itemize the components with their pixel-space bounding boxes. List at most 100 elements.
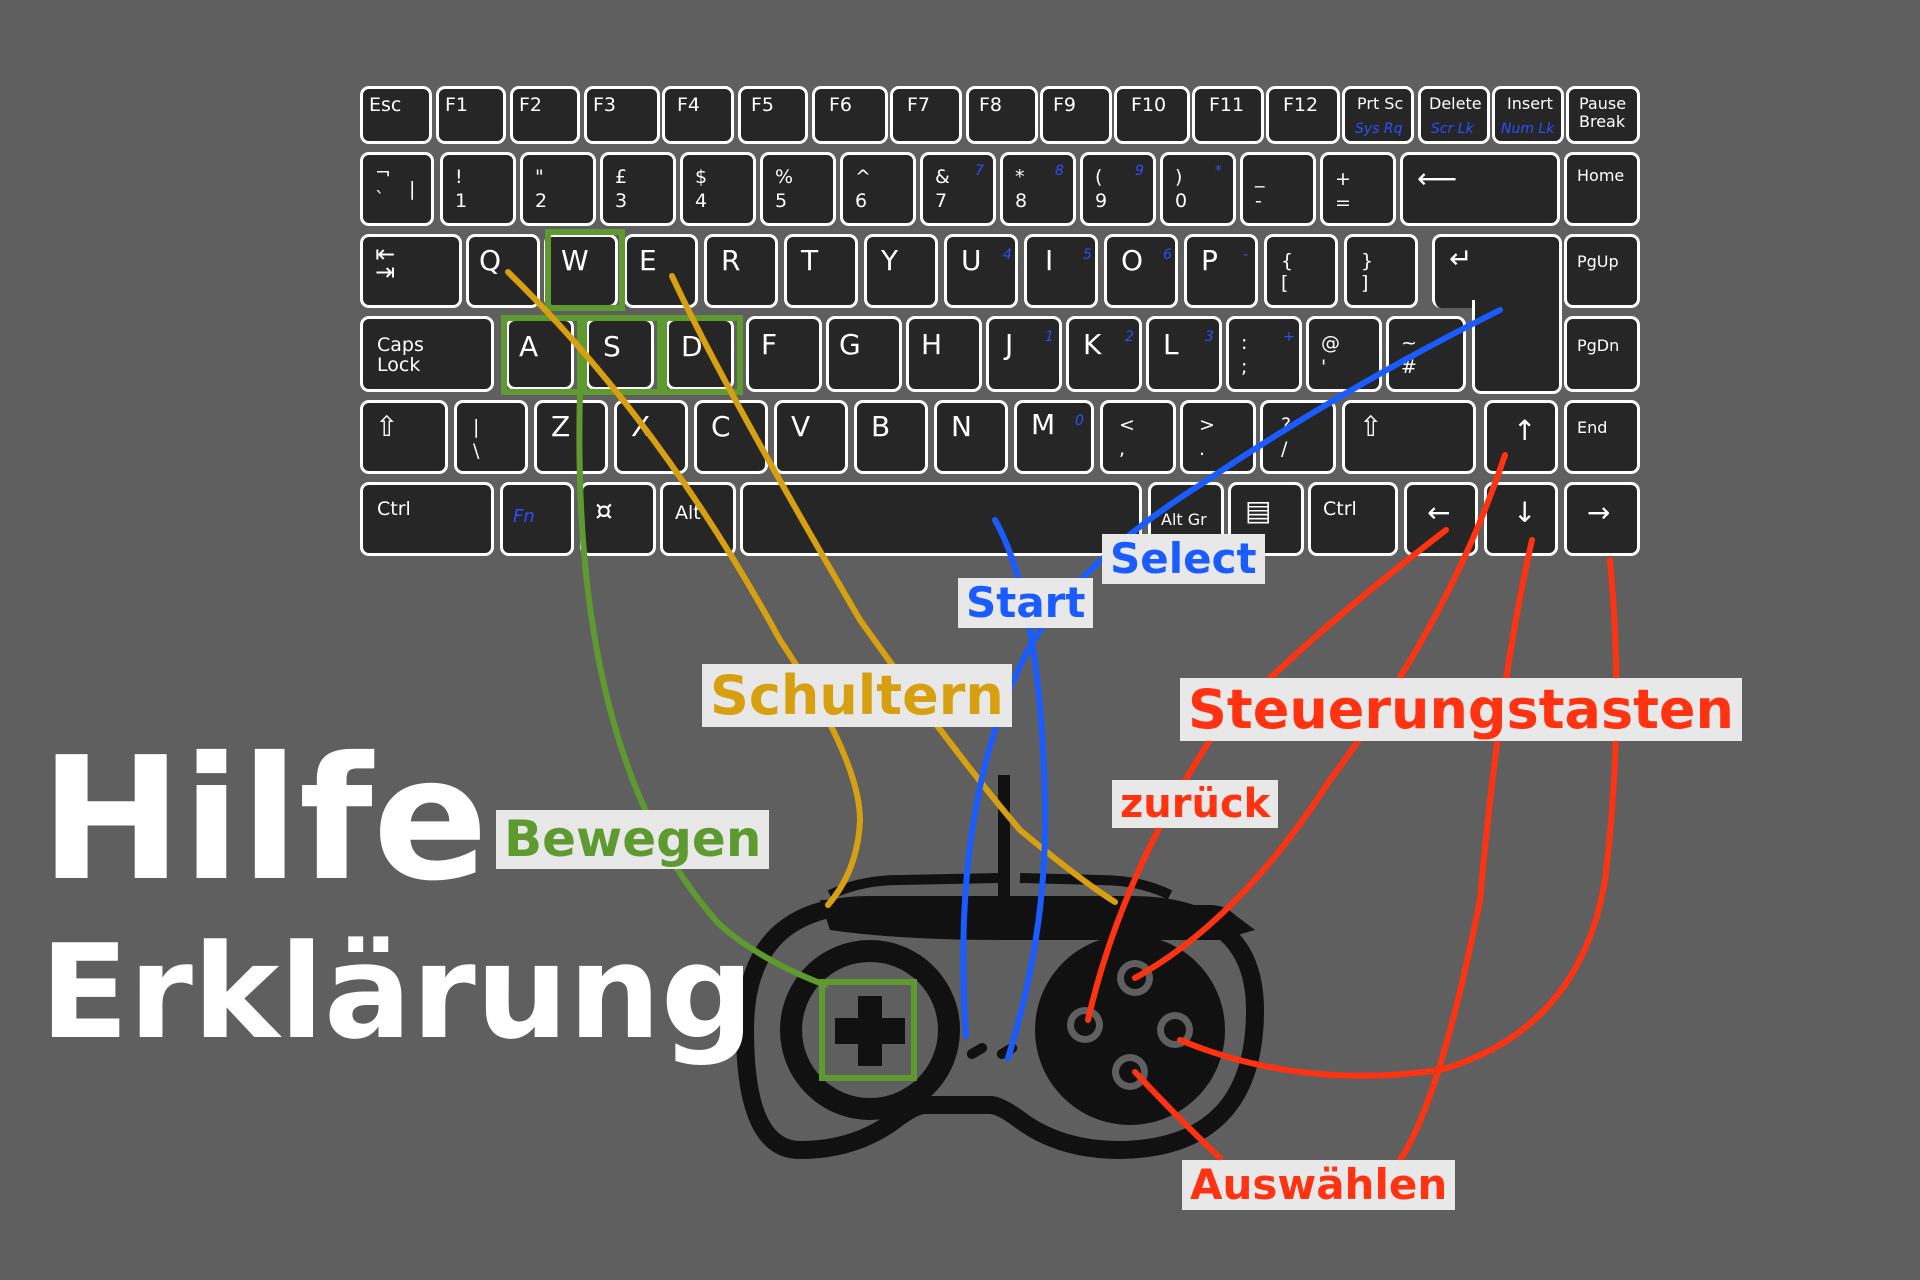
key-0: )0* xyxy=(1160,152,1236,226)
key-label: F1 xyxy=(445,94,469,116)
key-label: ^ xyxy=(855,166,871,188)
line-auswaehlen xyxy=(1132,1069,1223,1161)
key-end: End xyxy=(1564,400,1640,474)
key-label: . xyxy=(1199,438,1206,460)
key-label: 2 xyxy=(535,190,548,212)
key-label: ] xyxy=(1361,272,1369,294)
key-b: B xyxy=(854,400,928,474)
key-label: 3 xyxy=(615,190,628,212)
key-5: %5 xyxy=(760,152,836,226)
key-label: ( xyxy=(1095,166,1103,188)
arrow-left-icon: ← xyxy=(1427,496,1451,529)
key-label: = xyxy=(1335,192,1351,214)
page-title: Hilfe Erklärung xyxy=(40,735,754,1057)
key-label: M xyxy=(1031,408,1056,441)
key-label: S xyxy=(603,330,621,363)
arrow-down-icon: ↓ xyxy=(1513,496,1537,529)
key-label: F10 xyxy=(1131,94,1167,116)
key-f6: F6 xyxy=(812,86,888,144)
key-label: ~ xyxy=(1401,332,1417,354)
key-label: 4 xyxy=(695,190,708,212)
label-zurueck: zurück xyxy=(1112,780,1279,828)
key-x: X xyxy=(614,400,688,474)
key-f5: F5 xyxy=(738,86,808,144)
title-line-2: Erklärung xyxy=(40,916,754,1068)
key-label: R xyxy=(721,244,741,277)
key-label: % xyxy=(775,166,794,188)
key-label: F11 xyxy=(1209,94,1245,116)
key-label: L xyxy=(1163,328,1179,361)
title-line-1: Hilfe xyxy=(40,721,489,919)
key-semicolon: :;+ xyxy=(1226,316,1302,392)
arrow-up-icon: ↑ xyxy=(1513,414,1537,447)
key-label: Insert xyxy=(1507,94,1553,113)
key-label: Caps xyxy=(377,334,424,356)
key-label: @ xyxy=(1321,332,1340,354)
key-sublabel: Scr Lk xyxy=(1431,121,1474,137)
key-sublabel: Sys Rq xyxy=(1355,121,1403,137)
key-equals: += xyxy=(1320,152,1396,226)
key-label: P xyxy=(1201,244,1218,277)
label-auswaehlen: Auswählen xyxy=(1182,1160,1456,1211)
label-start: Start xyxy=(958,578,1094,629)
key-label: 0 xyxy=(1175,190,1188,212)
numpad-label: 0 xyxy=(1075,413,1084,429)
key-label: Pause xyxy=(1579,94,1627,113)
key-label: _ xyxy=(1255,166,1265,188)
dpad-highlight xyxy=(819,979,917,1081)
arrow-right-icon: → xyxy=(1587,496,1611,529)
key-label: ! xyxy=(455,166,463,188)
key-shift-left: ⇧ xyxy=(360,400,448,474)
key-label: PgUp xyxy=(1577,252,1619,271)
key-label: G xyxy=(839,328,861,361)
key-label: [ xyxy=(1281,272,1289,294)
key-f11: F11 xyxy=(1192,86,1264,144)
key-label: U xyxy=(961,244,982,277)
key-pgdn: PgDn xyxy=(1564,316,1640,392)
key-2: "2 xyxy=(520,152,596,226)
key-label: { xyxy=(1281,250,1294,272)
key-label: Alt Gr xyxy=(1161,510,1207,529)
key-t: T xyxy=(784,234,858,308)
key-label: < xyxy=(1119,414,1135,436)
shift-icon: ⇧ xyxy=(375,410,399,443)
key-arrow-down: ↓ xyxy=(1484,482,1558,556)
key-label: > xyxy=(1199,414,1215,436)
line-schultern-q xyxy=(505,269,864,908)
key-backslash: |\ xyxy=(454,400,528,474)
key-label: ) xyxy=(1175,166,1183,188)
key-label: Z xyxy=(551,410,571,443)
key-label: ? xyxy=(1281,414,1292,436)
line-down xyxy=(1397,537,1535,1163)
key-g: G xyxy=(826,316,902,392)
key-label: ` xyxy=(375,188,385,210)
key-label: £ xyxy=(615,166,628,188)
key-f1: F1 xyxy=(436,86,506,144)
key-pgup: PgUp xyxy=(1564,234,1640,308)
key-esc: Esc xyxy=(360,86,432,144)
key-label: Lock xyxy=(377,354,421,376)
key-label: & xyxy=(935,166,950,188)
numpad-label: 4 xyxy=(1003,247,1012,263)
currency-sign-icon: ¤ xyxy=(595,494,613,527)
key-label: Alt xyxy=(675,502,701,524)
key-label: Y xyxy=(881,244,899,277)
key-6: ^6 xyxy=(840,152,916,226)
wasd-highlight xyxy=(501,229,743,395)
key-comma: <, xyxy=(1100,400,1176,474)
enter-icon: ↵ xyxy=(1449,242,1473,275)
key-label: 6 xyxy=(855,190,868,212)
numpad-label: - xyxy=(1243,247,1249,263)
key-3: £3 xyxy=(600,152,676,226)
key-label: / xyxy=(1281,438,1288,460)
key-e: E xyxy=(624,234,698,308)
key-z: Z xyxy=(534,400,608,474)
key-f2: F2 xyxy=(510,86,580,144)
key-a: A xyxy=(506,318,574,390)
